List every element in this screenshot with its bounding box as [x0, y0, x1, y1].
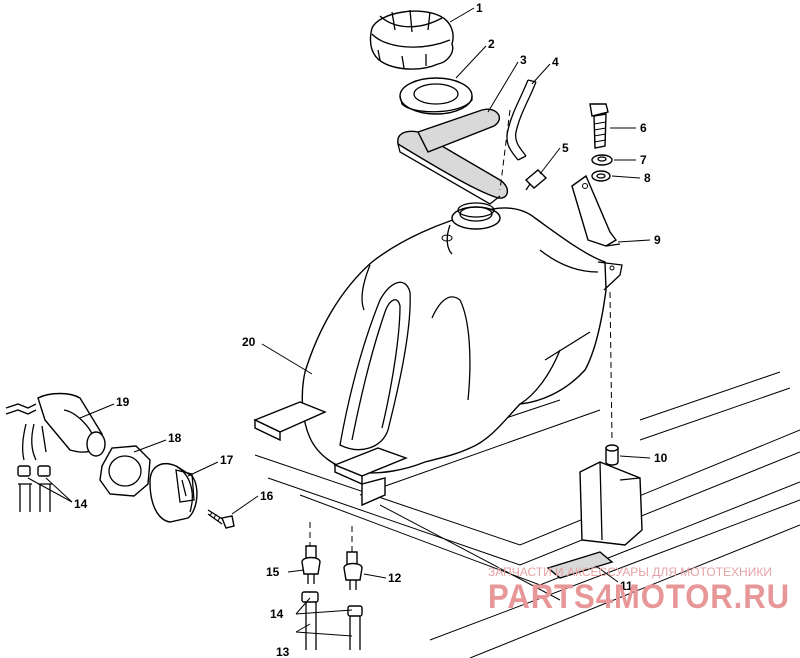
watermark-subtitle: ЗАПЧАСТИ И АКСЕССУАРЫ ДЛЯ МОТОТЕХНИКИ — [488, 565, 772, 579]
callout-16: 16 — [260, 489, 274, 503]
left-clamps-hoses — [17, 465, 52, 512]
callout-10: 10 — [654, 451, 668, 465]
callout-7: 7 — [640, 153, 647, 167]
vent-fitting — [524, 169, 548, 191]
flange-screw — [207, 509, 235, 529]
frame-rails — [254, 371, 800, 658]
callout-2: 2 — [488, 37, 495, 51]
callout-19: 19 — [116, 395, 130, 409]
strap-bracket — [571, 174, 621, 247]
fuel-pump — [5, 392, 106, 461]
fitting-12 — [343, 526, 363, 590]
flange-gasket — [99, 445, 151, 497]
tank-mount-pads — [253, 401, 408, 507]
callout-11: 11 — [620, 579, 633, 593]
callout-12: 12 — [388, 571, 402, 585]
grommet — [605, 444, 619, 466]
mount-bolt — [589, 103, 609, 149]
lower-hoses — [301, 591, 363, 650]
fitting-15 — [301, 522, 321, 584]
cap-gasket — [399, 77, 473, 115]
vent-hose — [506, 79, 537, 161]
callout-20: 20 — [242, 335, 256, 349]
callout-14-lower: 14 — [270, 607, 284, 621]
callout-13: 13 — [276, 645, 290, 658]
callout-15: 15 — [266, 565, 280, 579]
callout-3: 3 — [520, 53, 527, 67]
callout-8: 8 — [644, 171, 651, 185]
callout-18: 18 — [168, 431, 182, 445]
foam-strips — [397, 108, 508, 205]
watermark: ЗАПЧАСТИ И АКСЕССУАРЫ ДЛЯ МОТОТЕХНИКИ PA… — [488, 565, 790, 616]
pump-flange — [149, 463, 198, 523]
leader-lines — [27, 7, 651, 637]
washer-8 — [591, 170, 611, 182]
callout-numbers: 1 2 3 4 5 6 7 8 9 10 11 12 13 14 14 15 1… — [74, 1, 668, 658]
callout-17: 17 — [220, 453, 234, 467]
callout-9: 9 — [654, 233, 661, 247]
watermark-brand: PARTS4MOTOR.RU — [488, 578, 790, 616]
fuel-tank — [301, 202, 623, 474]
callout-6: 6 — [640, 121, 647, 135]
washer-7 — [591, 154, 613, 166]
callout-1: 1 — [476, 1, 483, 15]
fuel-cap — [369, 9, 454, 70]
callout-14-left: 14 — [74, 497, 88, 511]
alignment-lines — [499, 109, 613, 441]
callout-4: 4 — [552, 55, 559, 69]
callout-5: 5 — [562, 141, 569, 155]
rear-mount-bracket — [546, 461, 643, 579]
